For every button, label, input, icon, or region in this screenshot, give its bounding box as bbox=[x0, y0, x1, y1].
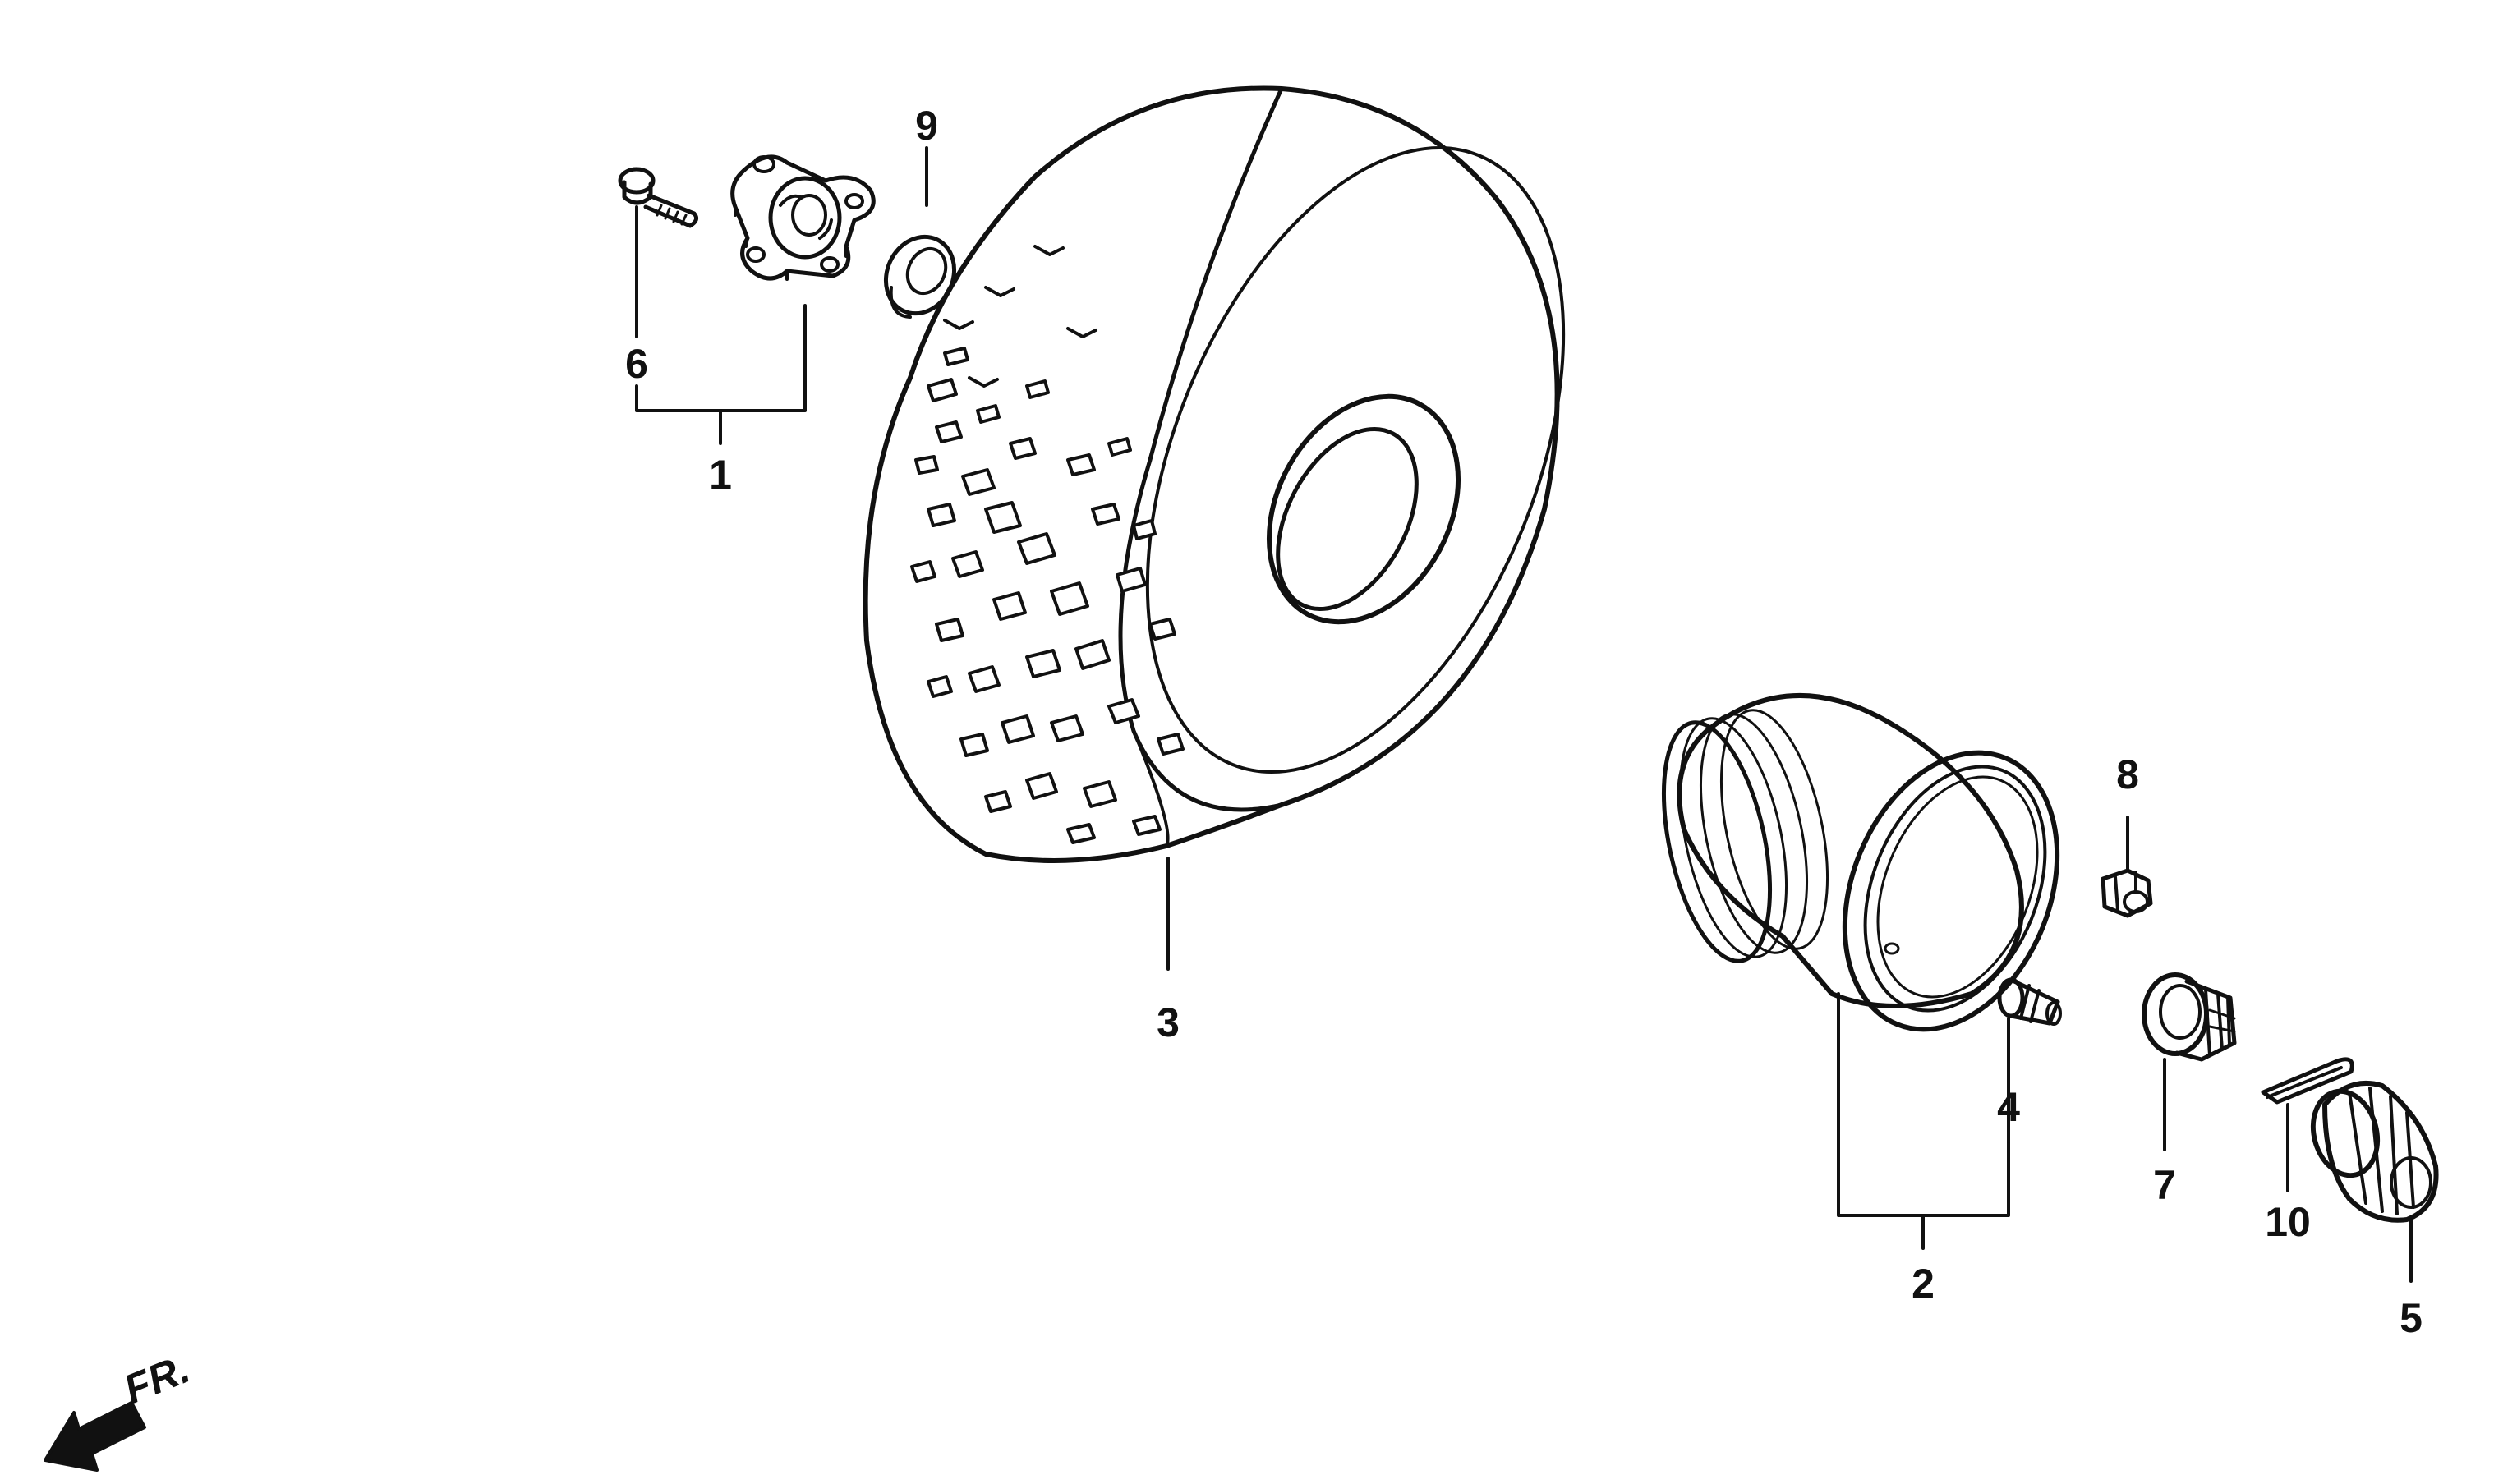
hex-nut bbox=[2101, 868, 2153, 918]
wheel-hub bbox=[730, 154, 876, 281]
part-label-10: 10 bbox=[2265, 1199, 2311, 1245]
part-label-9: 9 bbox=[915, 103, 938, 149]
part-label-3: 3 bbox=[1157, 999, 1180, 1045]
leader-lines bbox=[635, 146, 2413, 1283]
part-label-7: 7 bbox=[2153, 1162, 2176, 1208]
tire-valve bbox=[1997, 977, 2062, 1026]
part-label-8: 8 bbox=[2116, 751, 2139, 797]
cotter-pin bbox=[2261, 1057, 2354, 1105]
part-label-4: 4 bbox=[1997, 1084, 2020, 1130]
atv-tire bbox=[863, 85, 1566, 863]
front-direction-arrow: FR. bbox=[44, 1345, 196, 1472]
oil-seal bbox=[883, 234, 957, 319]
part-label-5: 5 bbox=[2400, 1295, 2423, 1341]
part-label-6: 6 bbox=[625, 341, 648, 387]
hub-cap bbox=[2310, 1081, 2439, 1223]
hub-bolt bbox=[618, 167, 699, 228]
part-label-2: 2 bbox=[1912, 1261, 1935, 1307]
part-label-1: 1 bbox=[709, 452, 732, 498]
wheel-rim bbox=[1661, 693, 2060, 1032]
castle-nut bbox=[2142, 972, 2237, 1062]
